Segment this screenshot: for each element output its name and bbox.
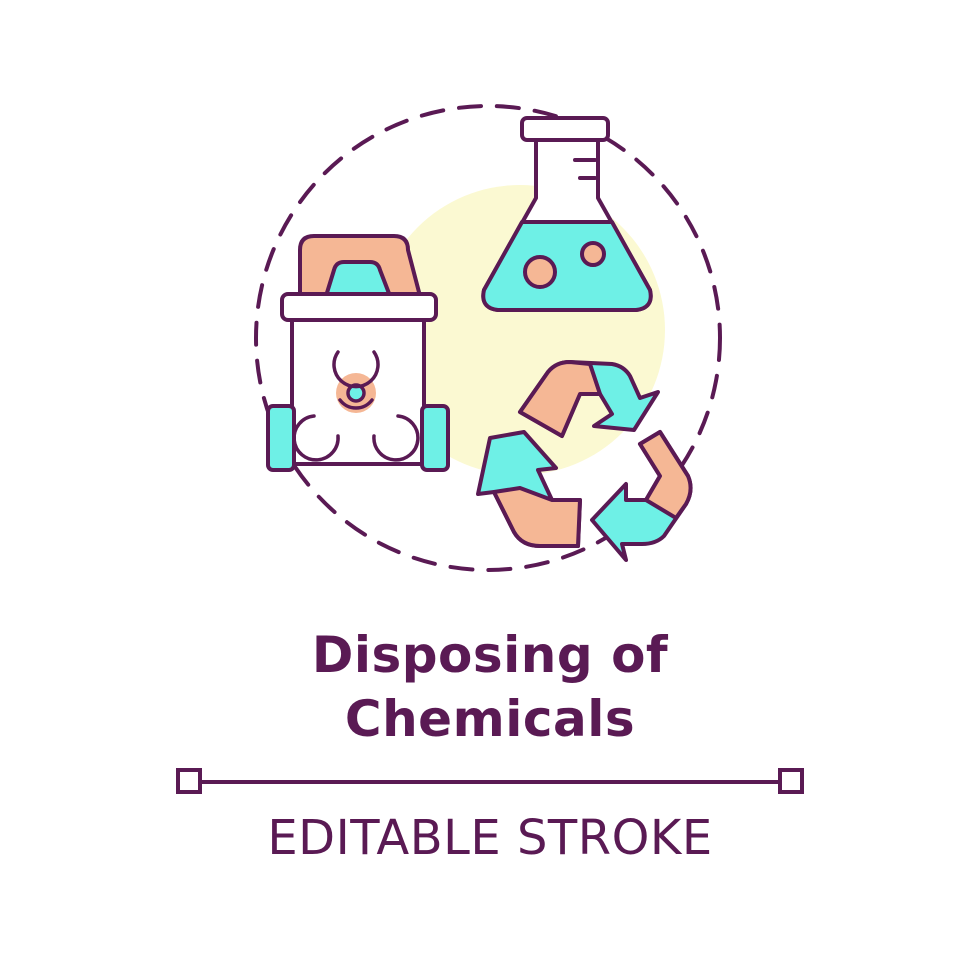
dashed-ring: [254, 104, 722, 572]
disposing-chemicals-illustration: [254, 104, 722, 572]
editable-stroke-caption: EDITABLE STROKE: [267, 810, 713, 866]
lab-flask-icon: [481, 116, 653, 312]
title-line-2: Chemicals: [344, 690, 636, 748]
title-line-1: Disposing of: [311, 626, 669, 684]
editable-stroke-divider: [176, 768, 804, 794]
recycle-icon: [476, 360, 693, 562]
biohazard-symbol-icon: [292, 350, 420, 462]
divider-right-handle: [778, 768, 804, 794]
divider-left-handle: [176, 768, 202, 794]
